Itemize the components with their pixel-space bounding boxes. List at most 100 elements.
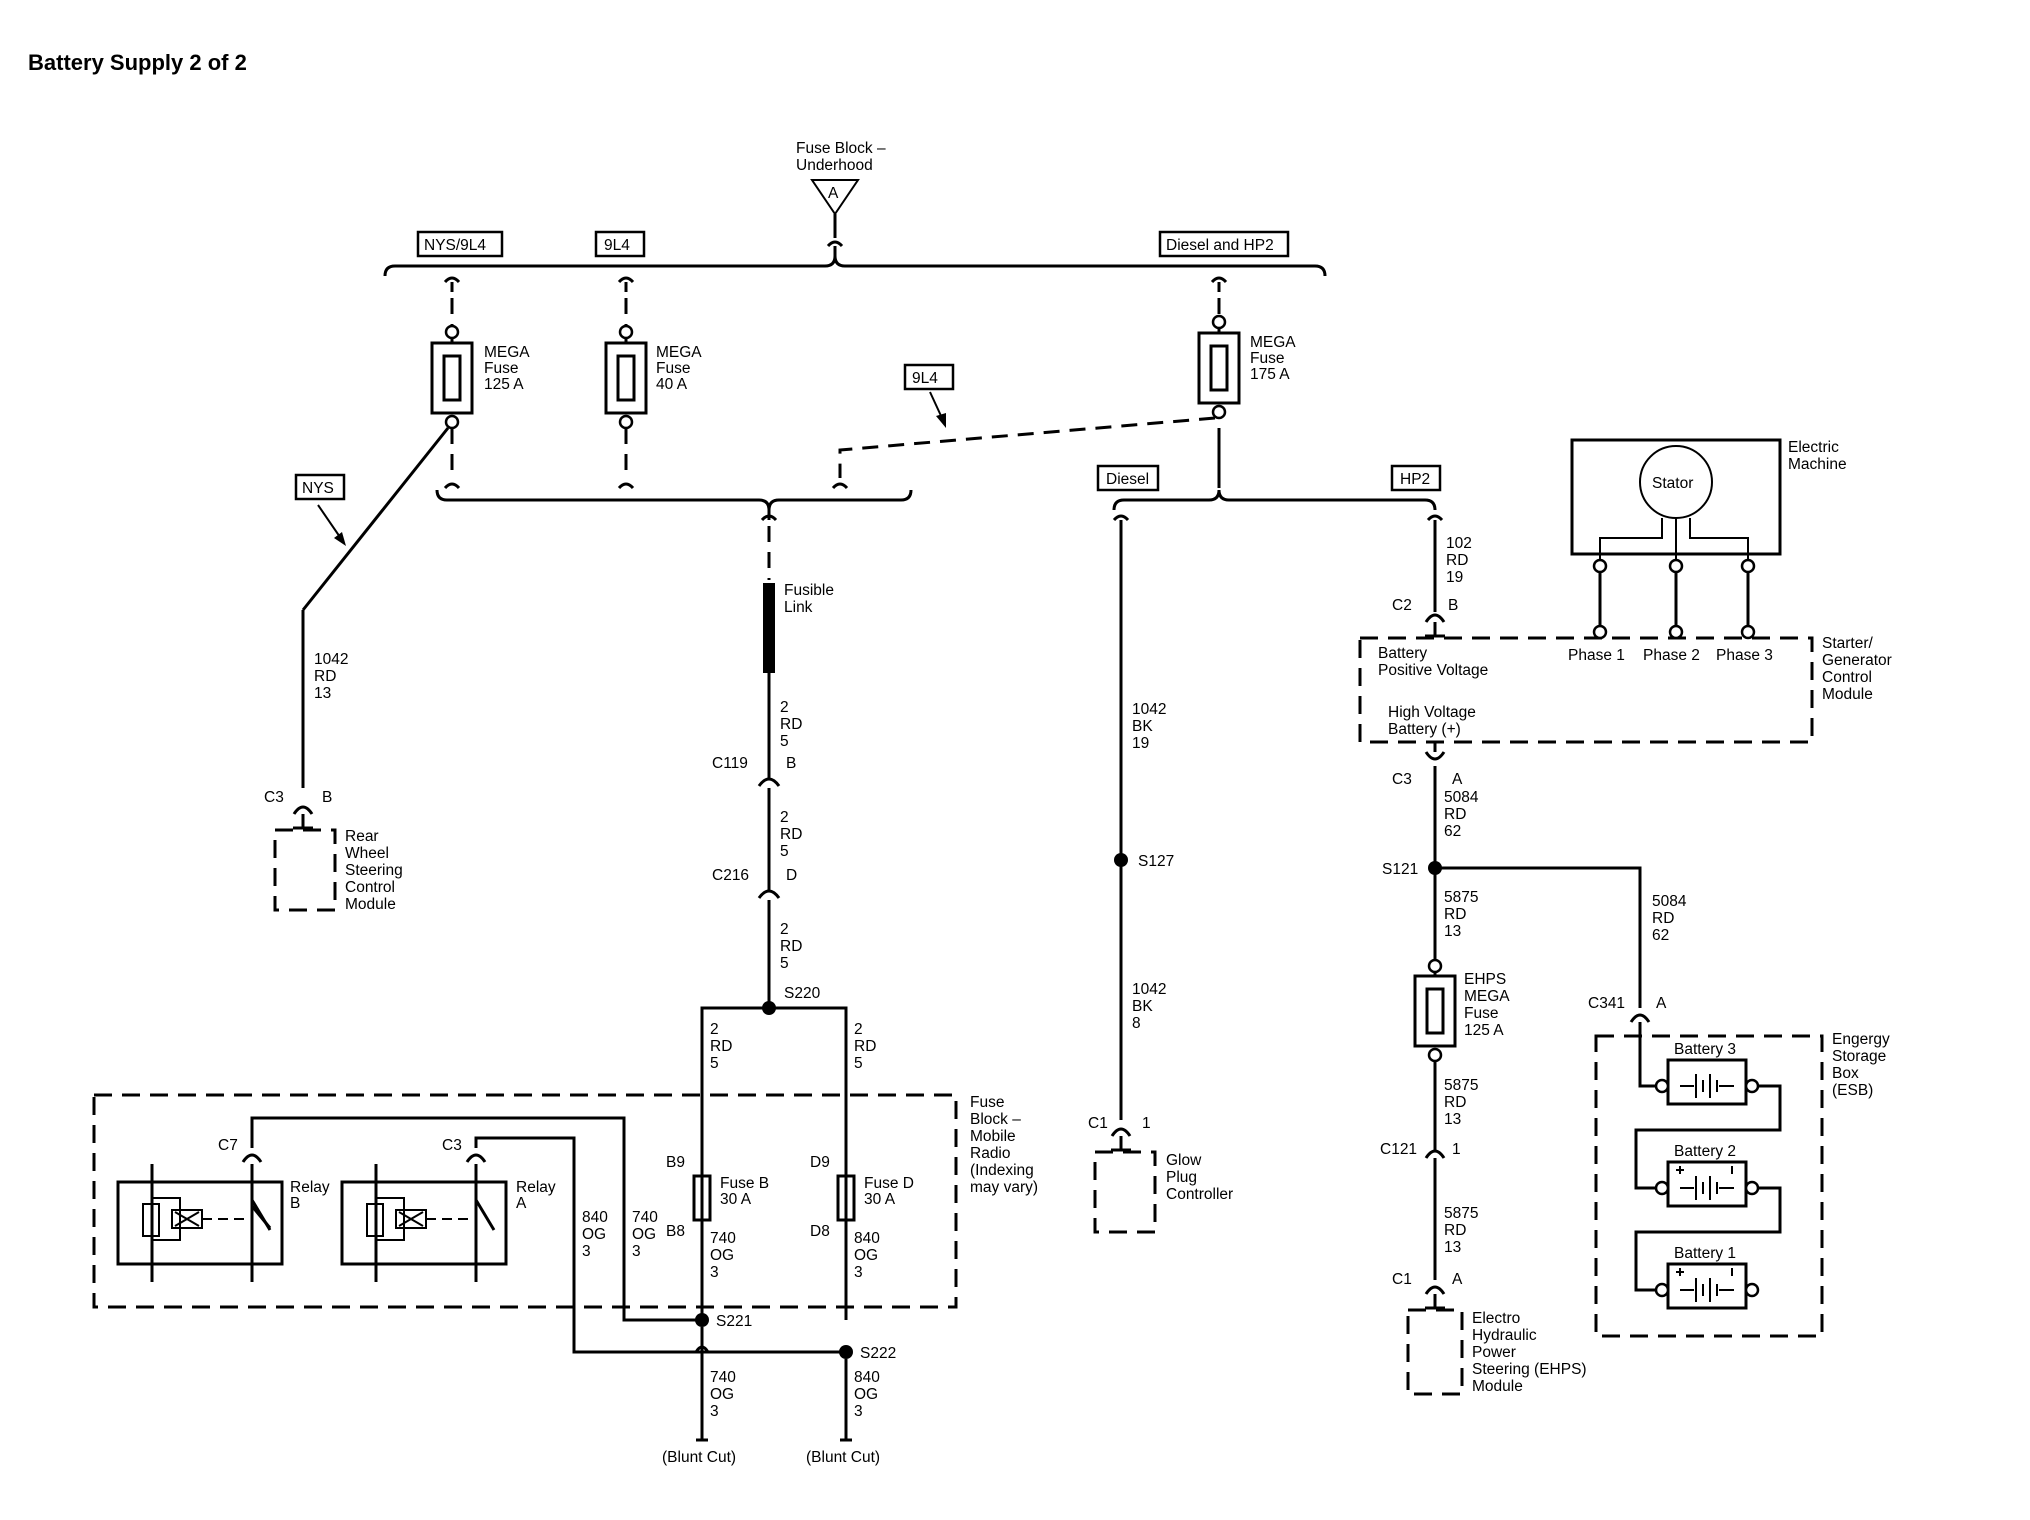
module-label: Glow	[1166, 1152, 1202, 1169]
fuse-label: MEGA	[1464, 988, 1510, 1005]
wire-label: 2	[780, 699, 789, 716]
connector-label: C2	[1392, 597, 1412, 614]
option-bus-top	[383, 255, 1327, 277]
wire-label: 102	[1446, 535, 1472, 552]
wire-label: 5	[854, 1055, 863, 1072]
wire-label: 8	[1132, 1015, 1141, 1032]
connector-label: C3	[1392, 771, 1412, 788]
source-connector: A	[828, 185, 839, 202]
pin-label: Positive Voltage	[1378, 662, 1488, 679]
wire-label: 840	[582, 1209, 608, 1226]
option-tag-nys-label: NYS	[302, 480, 334, 497]
wire-label: 3	[582, 1243, 591, 1260]
connector-c119	[757, 777, 781, 787]
wire-label: 840	[854, 1230, 880, 1247]
drop-175a	[1210, 276, 1228, 330]
fuse-label: 175 A	[1250, 366, 1290, 383]
connector-pin: 1	[1452, 1141, 1461, 1158]
source-triangle	[810, 179, 860, 216]
wire-label: RD	[1444, 806, 1466, 823]
fuse-label: 40 A	[656, 376, 688, 393]
wire-label: 5875	[1444, 1077, 1478, 1094]
wire-label: RD	[1446, 552, 1468, 569]
wire-label: 13	[1444, 923, 1461, 940]
option-bus-right	[1112, 489, 1437, 511]
wire-label: BK	[1132, 718, 1153, 735]
module-label: Storage	[1832, 1048, 1886, 1065]
module-mobile-radio-fuse-block	[92, 1093, 958, 1309]
wire-label: RD	[780, 826, 802, 843]
mega-fuse-125a	[430, 338, 474, 430]
battery-1	[1654, 1262, 1760, 1310]
splice-label: S127	[1138, 853, 1174, 870]
connector-label: C1	[1392, 1271, 1412, 1288]
fuse-label: Fuse	[484, 360, 518, 377]
splice-label: S121	[1382, 861, 1418, 878]
splice-s222	[839, 1345, 853, 1359]
connector-label: C7	[218, 1137, 238, 1154]
wire-label: RD	[1652, 910, 1674, 927]
connector-c1-ehps	[1424, 1285, 1446, 1295]
drop-125a	[443, 276, 461, 340]
fuse-label: MEGA	[484, 344, 530, 361]
wire-label: 5084	[1652, 893, 1687, 910]
wire-label: 1042	[1132, 701, 1166, 718]
module-label: Power	[1472, 1344, 1516, 1361]
module-ehps	[1406, 1308, 1464, 1396]
terminal-label: D8	[810, 1223, 830, 1240]
fuse-label: Fuse B	[720, 1175, 769, 1192]
option-tag-diesel-hp2	[1158, 230, 1290, 258]
wire-label: 740	[632, 1209, 658, 1226]
connector-c7	[241, 1153, 263, 1163]
wire-label: 5	[780, 955, 789, 972]
module-label: Controller	[1166, 1186, 1233, 1203]
connector-label: C119	[712, 755, 748, 772]
connector-label: C3	[442, 1137, 462, 1154]
option-tag-9l4-mid-label: 9L4	[912, 370, 938, 387]
wire-9l4-dashed	[838, 416, 1216, 478]
relay-a	[340, 1180, 508, 1266]
module-label: Module	[1822, 686, 1873, 703]
connector-label: C216	[712, 867, 749, 884]
option-tag-nys	[294, 473, 346, 501]
connector-c1-glow	[1110, 1127, 1132, 1137]
wire-label: 62	[1444, 823, 1461, 840]
wire-label: OG	[710, 1247, 734, 1264]
option-tag-hp2	[1390, 464, 1442, 492]
pin-label: Battery	[1378, 645, 1427, 662]
connector-label: C121	[1380, 1141, 1417, 1158]
option-tag-diesel	[1096, 464, 1160, 492]
fusible-link	[763, 583, 775, 673]
fuse-label: 30 A	[864, 1191, 896, 1208]
connector-pin: A	[1656, 995, 1667, 1012]
battery-2	[1654, 1160, 1760, 1208]
wire-label: RD	[1444, 1094, 1466, 1111]
wire-label: 19	[1446, 569, 1463, 586]
fuse-d	[836, 1174, 856, 1222]
relay-label: Relay	[290, 1179, 330, 1196]
module-label: (ESB)	[1832, 1082, 1873, 1099]
wire-label: 2	[780, 921, 789, 938]
fuse-label: 30 A	[720, 1191, 752, 1208]
wire-label: 740	[710, 1230, 736, 1247]
connector-inline	[760, 514, 778, 522]
wire-label: RD	[1444, 906, 1466, 923]
option-tag-diesel-label: Diesel	[1106, 471, 1149, 488]
wire-label: 1042	[314, 651, 348, 668]
module-label: Rear	[345, 828, 379, 845]
wire-nys-diagonal	[301, 427, 450, 611]
wire-label: OG	[582, 1226, 606, 1243]
wire-label: RD	[780, 716, 802, 733]
wire-label: BK	[1132, 998, 1153, 1015]
option-tag-diesel-hp2-label: Diesel and HP2	[1166, 237, 1274, 254]
module-label: Block –	[970, 1111, 1021, 1128]
fuse-label: EHPS	[1464, 971, 1506, 988]
module-label: Starter/	[1822, 635, 1874, 652]
relay-label: B	[290, 1195, 300, 1212]
terminal-label: B8	[666, 1223, 685, 1240]
wire-label: 740	[710, 1369, 736, 1386]
module-label: Hydraulic	[1472, 1327, 1537, 1344]
wire-s220-branches	[700, 1006, 848, 1320]
wire-label: 840	[854, 1369, 880, 1386]
